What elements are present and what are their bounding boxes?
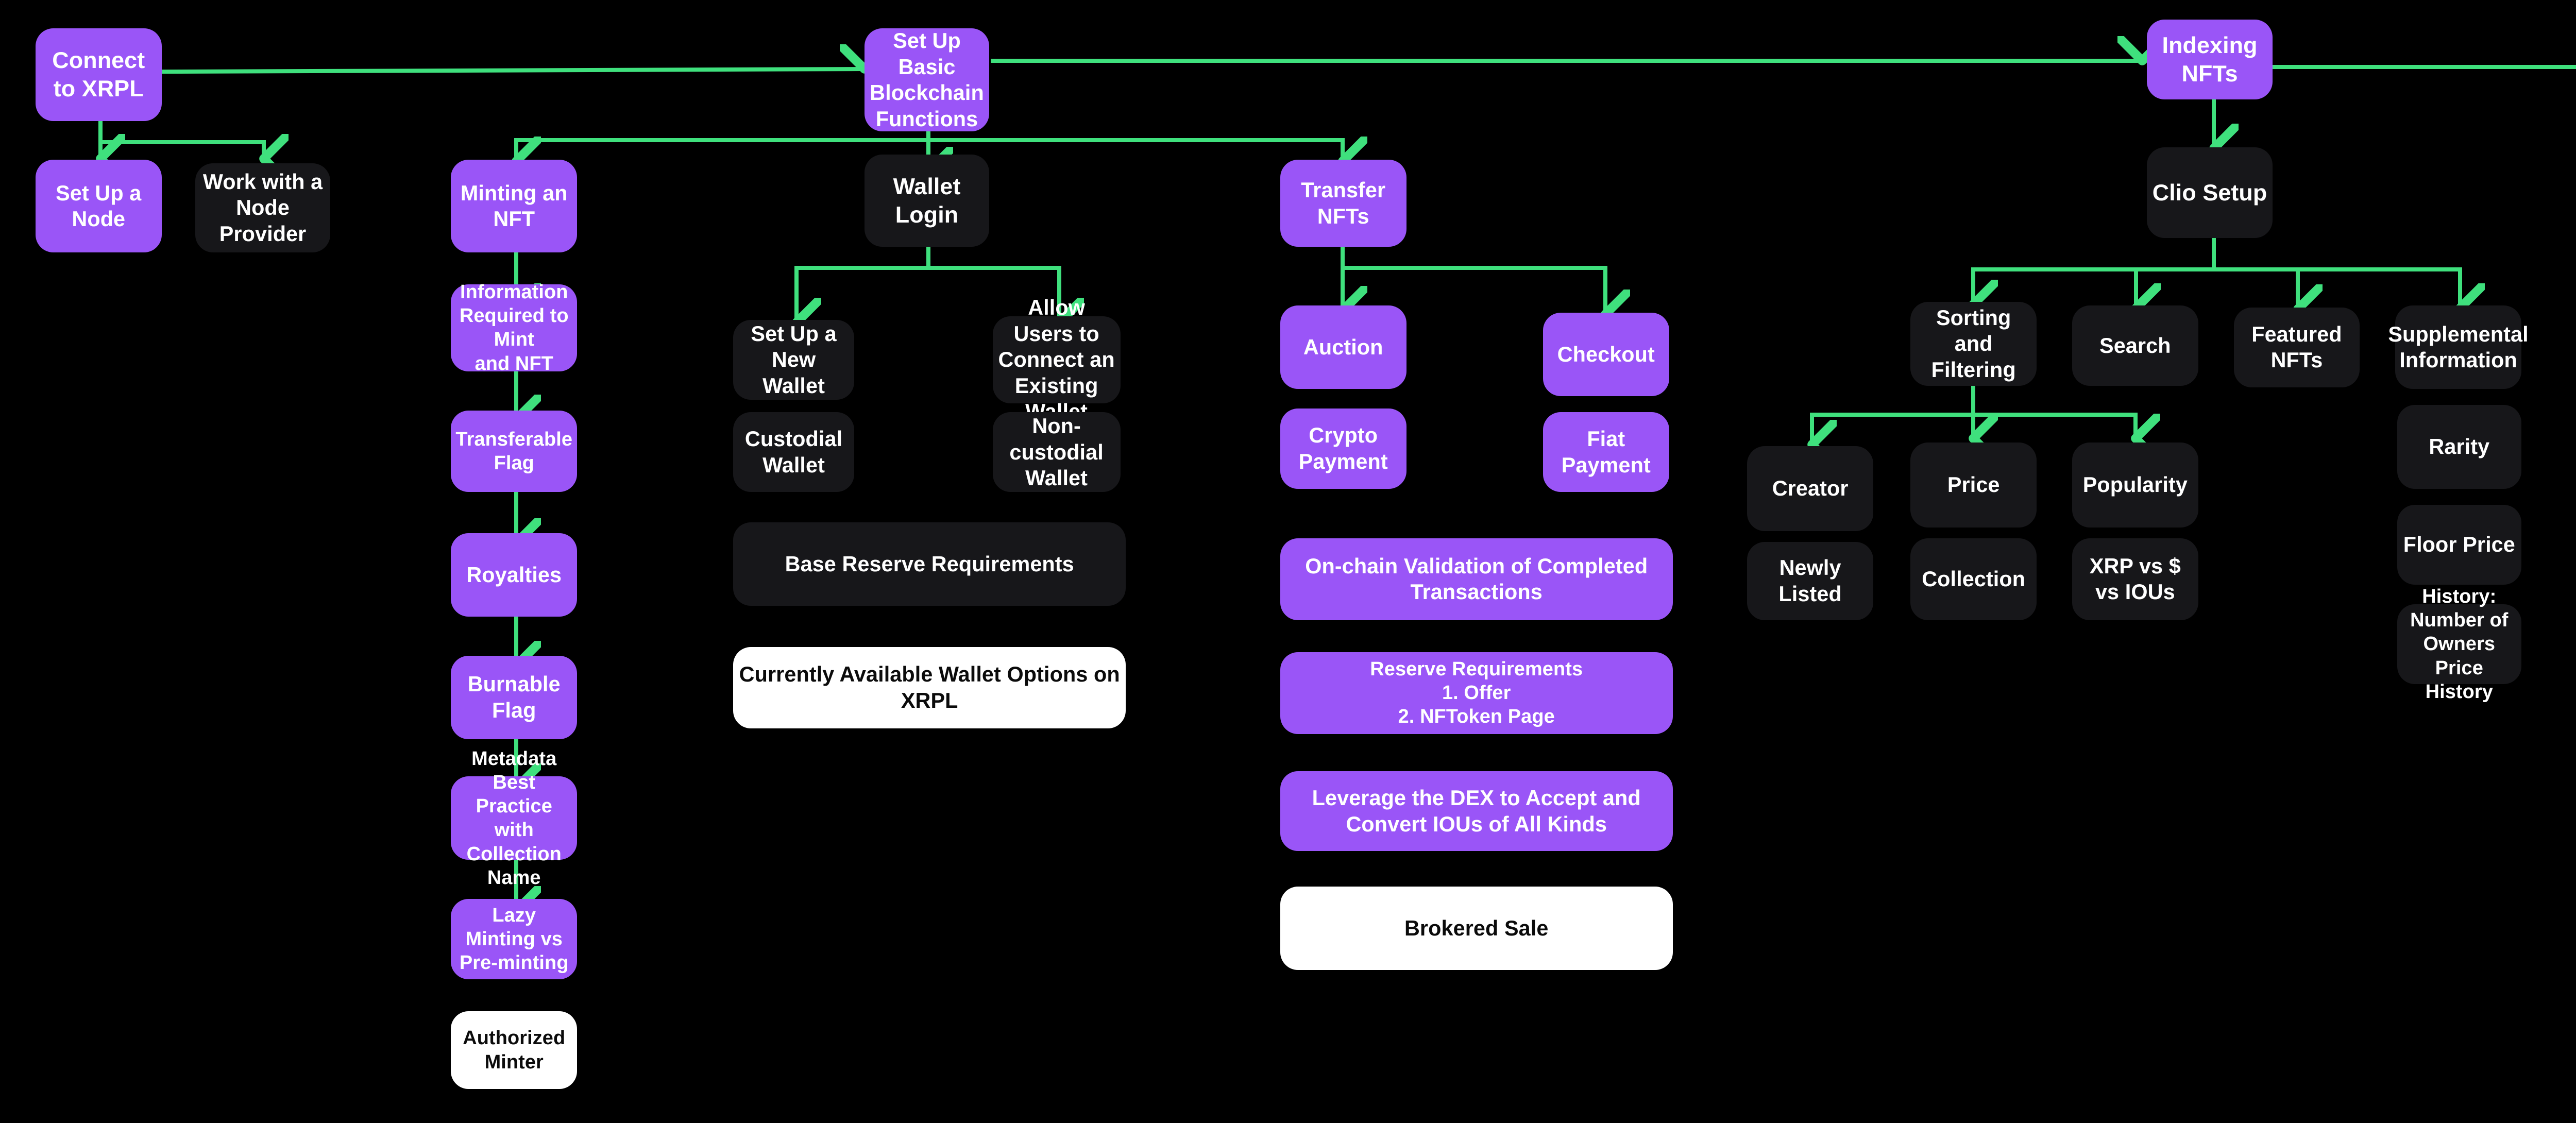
node-non-custodial-wallet[interactable]: Non-custodial Wallet (992, 412, 1121, 492)
edge-transfer-to-checkout (1341, 245, 1605, 310)
node-wallet-login[interactable]: Wallet Login (865, 155, 989, 247)
node-set-up-a-node[interactable]: Set Up a Node (35, 160, 162, 252)
node-fiat-payment[interactable]: Fiat Payment (1543, 412, 1669, 492)
edge-connect-to-basic-functions (45, 69, 860, 75)
node-set-up-basic-blockchain-functions[interactable]: Set Up Basic Blockchain Functions (865, 28, 989, 132)
node-sorting-and-filtering[interactable]: Sorting and Filtering (1910, 302, 2037, 386)
node-lazy-minting-vs-pre-minting[interactable]: Lazy Minting vs Pre-minting (451, 899, 578, 979)
node-reserve-requirements[interactable]: Reserve Requirements 1. Offer 2. NFToken… (1280, 652, 1673, 734)
node-checkout[interactable]: Checkout (1543, 313, 1669, 397)
node-crypto-payment[interactable]: Crypto Payment (1280, 409, 1406, 489)
node-rarity[interactable]: Rarity (2397, 405, 2521, 489)
edge-wallet-login-to-new-wallet (796, 244, 930, 318)
edge-basic-functions-to-minting (516, 140, 930, 157)
node-burnable-flag[interactable]: Burnable Flag (451, 655, 578, 739)
node-currently-available-wallet-options-on-xrpl[interactable]: Currently Available Wallet Options on XR… (733, 646, 1126, 729)
node-history-number-of-owners-price-history[interactable]: History: Number of Owners Price History (2397, 586, 2521, 703)
node-base-reserve-requirements[interactable]: Base Reserve Requirements (733, 522, 1126, 606)
node-floor-price[interactable]: Floor Price (2397, 504, 2521, 585)
edge-clio-to-sorting (1973, 236, 2216, 300)
node-connect-to-xrpl[interactable]: Connect to XRPL (35, 28, 162, 121)
edge-clio-to-featured (2212, 236, 2298, 305)
node-allow-users-to-connect-an-existing-wallet[interactable]: Allow Users to Connect an Existing Walle… (992, 296, 1121, 423)
edge-basic-functions-to-transfer (926, 140, 1343, 157)
node-collection[interactable]: Collection (1910, 538, 2037, 620)
edge-connect-to-node-provider (98, 120, 264, 155)
node-transfer-nfts[interactable]: Transfer NFTs (1280, 160, 1406, 247)
node-on-chain-validation-of-completed-transactions[interactable]: On-chain Validation of Completed Transac… (1280, 538, 1673, 620)
node-popularity[interactable]: Popularity (2072, 442, 2198, 528)
node-custodial-wallet[interactable]: Custodial Wallet (733, 412, 854, 492)
node-indexing-nfts[interactable]: Indexing NFTs (2146, 19, 2273, 100)
node-featured-nfts[interactable]: Featured NFTs (2233, 307, 2360, 387)
node-newly-listed[interactable]: Newly Listed (1747, 542, 1873, 620)
edge-clio-to-search (2136, 236, 2216, 304)
node-brokered-sale[interactable]: Brokered Sale (1280, 887, 1673, 971)
node-supplemental-information[interactable]: Supplemental Information (2388, 305, 2529, 389)
node-auction[interactable]: Auction (1280, 305, 1406, 389)
edge-clio-to-supplemental (2212, 236, 2460, 304)
node-clio-setup[interactable]: Clio Setup (2146, 147, 2273, 239)
node-royalties[interactable]: Royalties (451, 533, 578, 617)
node-minting-an-nft[interactable]: Minting an NFT (451, 160, 578, 252)
edge-sorting-to-creator (1812, 384, 1975, 440)
node-metadata-best-practice-with-collection-name[interactable]: Metadata Best Practice with Collection N… (451, 748, 578, 889)
node-creator[interactable]: Creator (1747, 446, 1873, 532)
node-set-up-a-new-wallet[interactable]: Set Up a New Wallet (733, 319, 854, 400)
node-xrp-vs-dollar-vs-ious[interactable]: XRP vs $ vs IOUs (2072, 538, 2198, 620)
node-search[interactable]: Search (2072, 305, 2198, 386)
node-information-required-to-mint-and-nft[interactable]: Information Required to Mint and NFT (451, 281, 578, 375)
edge-sorting-to-popularity (1971, 384, 2136, 434)
node-transferable-flag[interactable]: Transferable Flag (451, 410, 578, 492)
node-leverage-the-dex-to-accept-and-convert-ious-of-all-kinds[interactable]: Leverage the DEX to Accept and Convert I… (1280, 771, 1673, 852)
node-work-with-a-node-provider[interactable]: Work with a Node Provider (195, 163, 331, 252)
node-price[interactable]: Price (1910, 442, 2037, 528)
node-authorized-minter[interactable]: Authorized Minter (451, 1011, 578, 1090)
